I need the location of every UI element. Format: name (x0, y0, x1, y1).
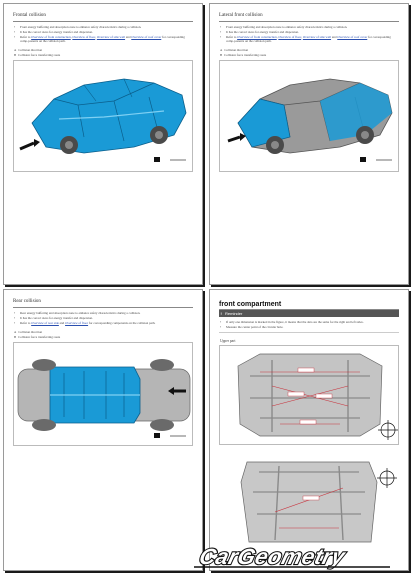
caption-letter: B (14, 335, 17, 339)
cargeometry-logo: CarGeometry (194, 543, 390, 570)
front-compartment-upper-diagram (237, 353, 398, 440)
bullet-item: Refer to Overview of rear side and Overv… (14, 321, 192, 325)
title-rule (219, 21, 399, 22)
bullet-item: Refer to Overview of front construction,… (14, 35, 192, 43)
bullet-text: It has the correct sizes for energy tran… (226, 30, 299, 34)
caption-text: Collision direction (18, 48, 43, 52)
bullet-text-and: and (125, 35, 131, 39)
bullet-text-pre: Refer to (20, 321, 31, 325)
bullet-text: Refer to Overview of front construction,… (20, 35, 185, 44)
section-label: Upper part (220, 339, 236, 343)
link-rear-side[interactable]: Overview of rear side (31, 321, 59, 325)
bullet-item: It has the correct sizes for energy tran… (14, 30, 192, 34)
lower-dimension-figure (219, 452, 399, 550)
link-front-construction[interactable]: Overview of front construction (237, 35, 277, 39)
manual-page-front-compartment: front compartment Reminder If only one d… (209, 289, 409, 571)
bullet-text: It has the correct sizes for energy tran… (20, 316, 93, 320)
body-structure-figure (13, 60, 193, 172)
page-title: Lateral front collision (219, 13, 263, 18)
bullet-text-and: and (59, 321, 65, 325)
front-compartment-perspective-diagram (240, 461, 397, 543)
manual-page-lateral-front-collision: Lateral front collision Front energy buf… (209, 3, 409, 285)
car-body-illustration (19, 78, 187, 162)
link-floor[interactable]: Overview of floor (72, 35, 96, 39)
bullet-item: Front energy buffering and absorption zo… (220, 25, 398, 29)
page-title: Frontal collision (13, 13, 46, 18)
caption-letter: A (14, 48, 17, 52)
bullet-item: Front energy buffering and absorption zo… (14, 25, 192, 29)
body-structure-figure (219, 60, 399, 172)
link-floor[interactable]: Overview of floor (278, 35, 302, 39)
bullet-text: Refer to Overview of rear side and Overv… (20, 321, 192, 325)
caption-letter: A (14, 330, 17, 334)
underbody-figure (13, 342, 193, 446)
link-side-wall[interactable]: Overview of side wall (96, 35, 126, 39)
bullet-text: Front energy buffering and absorption zo… (226, 25, 348, 29)
bullet-text-post: for corresponding comp-ponents on the co… (20, 35, 185, 44)
reminder-item: Measure the center point of the circular… (220, 325, 398, 329)
bullet-item: It has the correct sizes for energy tran… (220, 30, 398, 34)
caption-text: Collision direction (224, 48, 249, 52)
page-title: Rear collision (13, 299, 41, 304)
bullet-item: It has the correct sizes for energy tran… (14, 316, 192, 320)
bullet-text-pre: Refer to (20, 35, 31, 39)
upper-dimension-figure (219, 345, 399, 445)
reminder-item: If only one dimension is marked in the f… (220, 320, 398, 324)
link-roof-cover[interactable]: Overview of roof cover (131, 35, 162, 39)
underbody-illustration (17, 359, 191, 438)
title-rule (13, 21, 193, 22)
caption-text: Collision force transferring route (224, 53, 267, 57)
bullet-item: Rear energy buffering and absorption zon… (14, 311, 192, 315)
bullet-item: Refer to Overview of front construction,… (220, 35, 398, 43)
bullet-text: Refer to Overview of front construction,… (226, 35, 391, 44)
manual-page-rear-collision: Rear collision Rear energy buffering and… (3, 289, 203, 571)
reminder-text: If only one dimension is marked in the f… (226, 320, 364, 324)
manual-page-frontal-collision: Frontal collision Front energy buffering… (3, 3, 203, 285)
link-side-wall[interactable]: Overview of side wall (302, 35, 332, 39)
note-rule (219, 332, 399, 333)
link-floor[interactable]: Overview of floor (65, 321, 89, 325)
caption-text: Collision force transferring route (18, 53, 61, 57)
page-title: front compartment (219, 301, 282, 308)
caption-text: Collision force transferring route (18, 335, 61, 339)
bullet-text: It has the correct sizes for energy tran… (20, 30, 93, 34)
caption-text: Collision direction (18, 330, 43, 334)
reminder-text: Measure the center point of the circular… (226, 325, 284, 329)
bullet-text-post: for corresponding comp-ponents on the co… (226, 35, 391, 44)
bullet-text-and: and (331, 35, 337, 39)
reminder-header: Reminder (219, 310, 399, 317)
link-front-construction[interactable]: Overview of front construction (31, 35, 71, 39)
bullet-text: Rear energy buffering and absorption zon… (20, 311, 141, 315)
bullet-text-post: for corresponding components on the coll… (88, 321, 156, 325)
caption-letter: A (220, 48, 223, 52)
title-rule (13, 307, 193, 308)
bullet-text: Front energy buffering and absorption zo… (20, 25, 142, 29)
bullet-text-pre: Refer to (226, 35, 237, 39)
caption-letter: B (14, 53, 17, 57)
svg-text:CarGeometry: CarGeometry (197, 544, 349, 569)
car-body-illustration (227, 78, 393, 162)
link-roof-cover[interactable]: Overview of roof cover (337, 35, 368, 39)
caption-letter: B (220, 53, 223, 57)
